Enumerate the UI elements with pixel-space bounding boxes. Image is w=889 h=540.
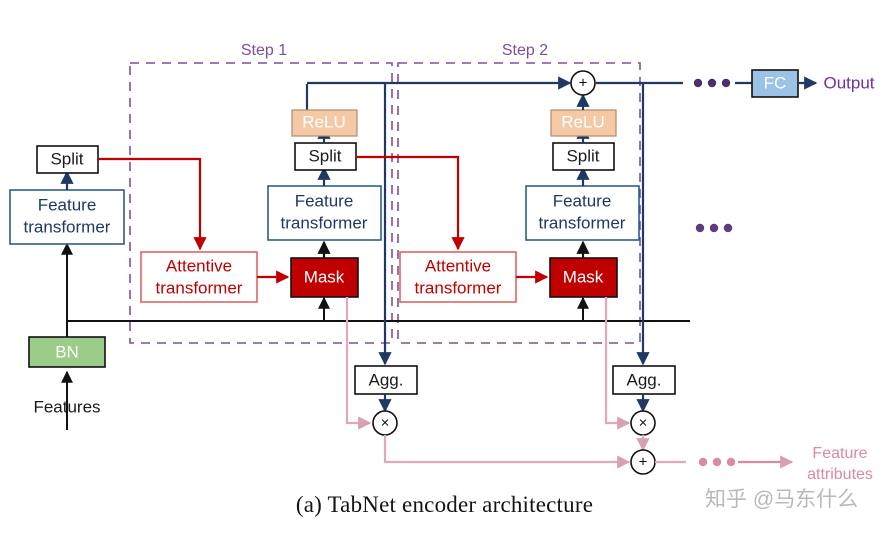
step2-agg-block[interactable]: Agg. [612,365,676,395]
step1-attentive-transformer-block[interactable]: Attentive transformer [140,251,258,303]
feature-attributes-label-line2: attributes [807,466,873,483]
step2-relu-block[interactable]: ReLU [550,109,617,137]
bn-label: BN [55,342,79,361]
attributes-sum-node: + [630,449,656,475]
step2-label: Step 2 [502,42,548,59]
step1-label: Step 1 [241,42,287,59]
step2-product-symbol: × [639,414,648,431]
step1-boundary [129,62,393,344]
step1-agg-label: Agg. [369,370,404,389]
split-to-attentive-1-path [98,157,207,251]
step2-mask-block[interactable]: Mask [549,257,618,298]
input-split-label: Split [50,149,83,168]
step1-split-label: Split [308,146,341,165]
feature-bus-line [61,242,690,430]
step1-mask-label: Mask [304,267,345,286]
output-label: Output [823,73,874,92]
attributes-sum-symbol: + [639,453,648,470]
step2-sum-node: + [570,70,596,96]
input-feature-transformer-label-line1: Feature [38,195,97,214]
step2-mask-label: Mask [563,267,604,286]
split1-to-attentive-2-path [356,155,465,251]
step1-attentive-transformer-label-line2: transformer [156,278,243,297]
step2-mask-to-product-path [604,297,631,430]
step1-product-symbol: × [381,414,390,431]
step2-attentive-transformer-label-line1: Attentive [425,256,491,275]
middle-ellipsis [695,223,733,233]
step1-relu-block[interactable]: ReLU [291,109,358,137]
step1-split-block[interactable]: Split [294,142,357,171]
step2-agg-label: Agg. [627,370,662,389]
attributes-ellipsis [698,457,736,467]
step2-feature-transformer-label-line1: Feature [553,191,612,210]
step2-split-label: Split [566,146,599,165]
step2-feature-transformer-label-line2: transformer [539,213,626,232]
bn-block[interactable]: BN [28,336,106,368]
feature-attributes-label-line1: Feature [812,445,867,462]
step1-agg-block[interactable]: Agg. [354,365,418,395]
figure-caption: (a) TabNet encoder architecture [295,492,594,517]
input-split-block[interactable]: Split [36,145,99,174]
step2-attentive-transformer-label-line2: transformer [415,278,502,297]
step1-relu-label: ReLU [302,112,345,131]
step1-feature-transformer-label-line2: transformer [281,213,368,232]
watermark: 知乎 @马东什么 [705,488,859,511]
step2-product-node: × [630,410,656,436]
step2-feature-transformer-block[interactable]: Feature transformer [525,185,640,241]
step1-mask-to-product-path [345,297,372,430]
output-bus-line [305,76,683,366]
step1-mask-block[interactable]: Mask [290,257,359,298]
step2-split-block[interactable]: Split [552,142,615,171]
features-label: Features [33,397,100,416]
input-feature-transformer-block[interactable]: Feature transformer [9,189,125,245]
step2-sum-symbol: + [579,74,588,91]
step1-feature-transformer-block[interactable]: Feature transformer [267,185,382,241]
step2-attentive-transformer-block[interactable]: Attentive transformer [399,251,517,303]
step1-product-node: × [372,410,398,436]
fc-label: FC [764,73,787,92]
output-ellipsis [693,78,731,88]
step1-attentive-transformer-label-line1: Attentive [166,256,232,275]
input-feature-transformer-label-line2: transformer [24,217,111,236]
step1-feature-transformer-label-line1: Feature [295,191,354,210]
step2-boundary [397,62,641,344]
step2-relu-label: ReLU [561,112,604,131]
product1-to-sum-path [383,435,631,469]
fc-block[interactable]: FC [751,69,799,98]
